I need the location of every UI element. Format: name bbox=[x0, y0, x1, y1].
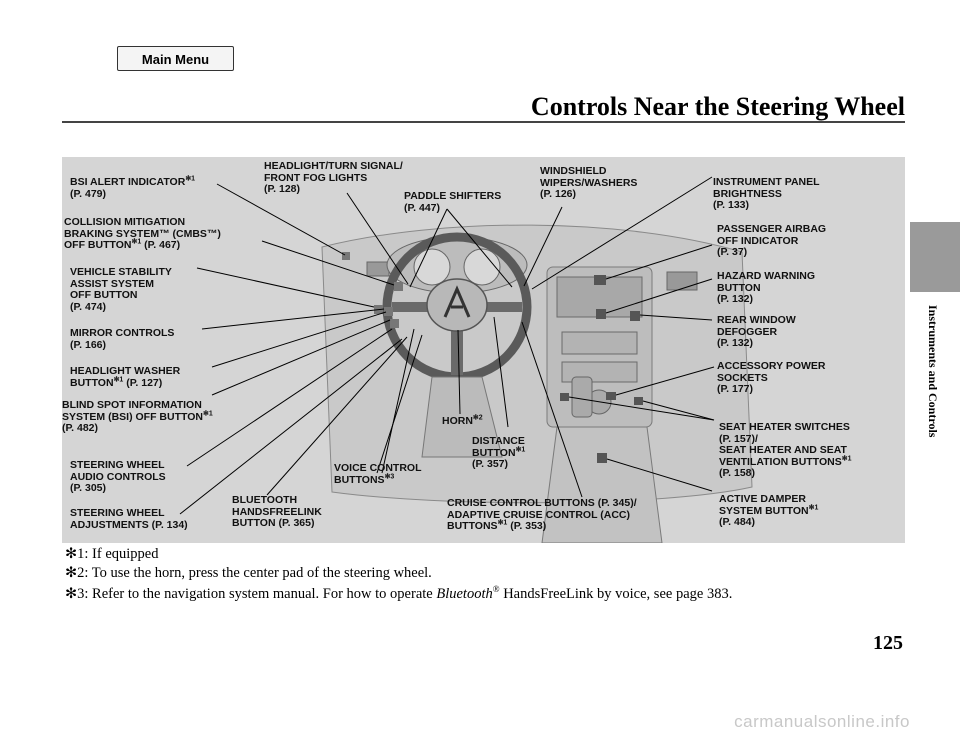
switch-d bbox=[394, 282, 403, 291]
gear-lever bbox=[571, 376, 593, 418]
label-steering-adjustments: STEERING WHEEL ADJUSTMENTS (P. 134) bbox=[70, 507, 188, 531]
switch-b bbox=[384, 307, 393, 316]
label-vsa-off-button: VEHICLE STABILITY ASSIST SYSTEM OFF BUTT… bbox=[70, 266, 172, 313]
section-tab-label: Instruments and Controls bbox=[926, 305, 940, 438]
acura-logo-icon bbox=[443, 285, 471, 318]
steering-column bbox=[421, 376, 503, 458]
defogger-button bbox=[630, 311, 640, 321]
power-socket bbox=[606, 392, 616, 400]
label-audio-controls: STEERING WHEEL AUDIO CONTROLS (P. 305) bbox=[70, 459, 166, 494]
label-hazard-warning: HAZARD WARNING BUTTON (P. 132) bbox=[717, 270, 815, 305]
hazard-button bbox=[596, 309, 606, 319]
label-headlight-washer: HEADLIGHT WASHER BUTTON✻1 (P. 127) bbox=[70, 365, 181, 389]
airbag-indicator bbox=[594, 275, 606, 285]
seat-heater-button-a bbox=[634, 397, 643, 405]
label-horn: HORN✻2 bbox=[442, 414, 483, 427]
main-menu-button[interactable]: Main Menu bbox=[117, 46, 234, 71]
center-console bbox=[541, 426, 663, 543]
bsi-indicator bbox=[342, 252, 350, 260]
label-cmbs-off-button: COLLISION MITIGATION BRAKING SYSTEM™ (CM… bbox=[64, 216, 221, 251]
footnote-3: ✻3: Refer to the navigation system manua… bbox=[65, 584, 733, 602]
label-active-damper: ACTIVE DAMPER SYSTEM BUTTON✻1 (P. 484) bbox=[719, 493, 819, 528]
steering-wheel-diagram: BSI ALERT INDICATOR✻1 (P. 479) COLLISION… bbox=[62, 157, 905, 543]
label-bluetooth-button: BLUETOOTH HANDSFREELINK BUTTON (P. 365) bbox=[232, 494, 322, 529]
label-rear-defogger: REAR WINDOW DEFOGGER (P. 132) bbox=[717, 314, 796, 349]
label-passenger-airbag: PASSENGER AIRBAG OFF INDICATOR (P. 37) bbox=[717, 223, 827, 258]
label-seat-heater: SEAT HEATER SWITCHES (P. 157)/ SEAT HEAT… bbox=[719, 421, 852, 479]
leader-lines bbox=[179, 176, 715, 515]
left-vent bbox=[366, 261, 390, 277]
horn-pad bbox=[426, 278, 488, 332]
label-instrument-brightness: INSTRUMENT PANEL BRIGHTNESS (P. 133) bbox=[713, 176, 820, 211]
page-title: Controls Near the Steering Wheel bbox=[530, 92, 905, 121]
switch-c bbox=[390, 319, 399, 328]
label-distance-button: DISTANCE BUTTON✻1 (P. 357) bbox=[472, 435, 526, 470]
label-accessory-sockets: ACCESSORY POWER SOCKETS (P. 177) bbox=[717, 360, 826, 395]
right-vent bbox=[666, 271, 698, 291]
label-mirror-controls: MIRROR CONTROLS (P. 166) bbox=[70, 327, 175, 351]
label-voice-control: VOICE CONTROL BUTTONS✻3 bbox=[334, 462, 422, 486]
dashboard-illustration bbox=[179, 176, 753, 543]
label-bsi-off-button: BLIND SPOT INFORMATION SYSTEM (BSI) OFF … bbox=[62, 399, 213, 434]
label-paddle-shifters: PADDLE SHIFTERS (P. 447) bbox=[404, 190, 502, 214]
label-cruise-control: CRUISE CONTROL BUTTONS (P. 345)/ ADAPTIV… bbox=[447, 497, 637, 532]
climate-panel bbox=[561, 331, 638, 355]
footnote-2: ✻2: To use the horn, press the center pa… bbox=[65, 565, 432, 581]
label-bsi-alert-indicator: BSI ALERT INDICATOR✻1 (P. 479) bbox=[70, 175, 196, 200]
title-divider bbox=[62, 121, 905, 123]
damper-button bbox=[597, 453, 607, 463]
seat-heater-button-b bbox=[560, 393, 569, 401]
watermark: carmanualsonline.info bbox=[734, 712, 910, 731]
section-tab bbox=[910, 222, 960, 292]
page-number: 125 bbox=[873, 632, 903, 654]
footnote-1: ✻1: If equipped bbox=[65, 546, 159, 562]
speedometer bbox=[463, 248, 501, 286]
label-windshield-wipers: WINDSHIELD WIPERS/WASHERS (P. 126) bbox=[540, 165, 638, 200]
label-headlight-turn-signal: HEADLIGHT/TURN SIGNAL/ FRONT FOG LIGHTS … bbox=[264, 160, 403, 195]
tachometer bbox=[413, 248, 451, 286]
